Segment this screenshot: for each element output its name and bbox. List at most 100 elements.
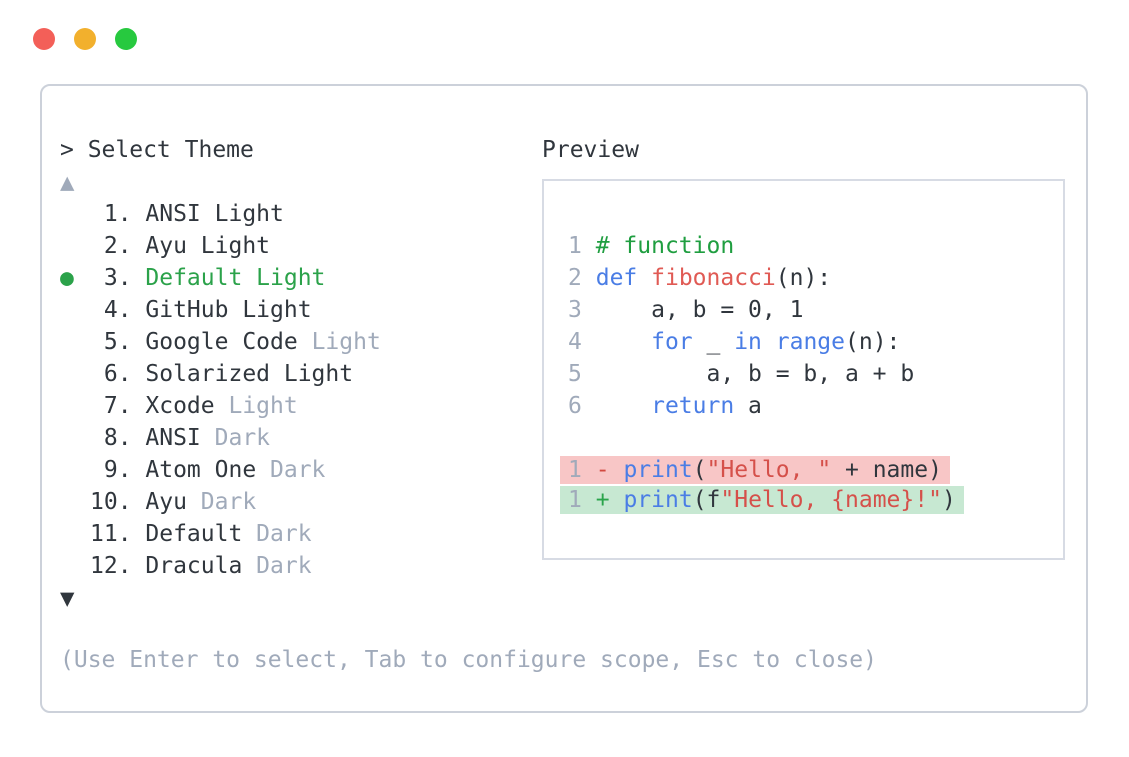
code-token: (n): — [775, 265, 832, 291]
scroll-up-indicator-icon: ▲ — [60, 168, 75, 196]
code-token: _ — [692, 329, 735, 355]
line-number: 5 — [568, 361, 582, 387]
select-theme-prompt: > Select Theme — [60, 137, 254, 163]
item-label: Xcode — [145, 393, 229, 419]
item-number: 11. — [90, 521, 132, 547]
item-number: 7. — [90, 393, 132, 419]
item-number: 9. — [90, 457, 132, 483]
code-token — [596, 329, 651, 355]
code-line: 6 return a — [568, 390, 1063, 422]
item-label: Atom One — [145, 457, 271, 483]
code-token: print — [623, 487, 693, 513]
code-line: 1 # function — [568, 230, 1063, 262]
item-number: 6. — [90, 361, 132, 387]
item-number: 3. — [90, 265, 132, 291]
theme-list: 1. ANSI Light 2. Ayu Light● 3. Default L… — [60, 198, 542, 582]
line-number: 1 — [568, 457, 582, 483]
code-line: 5 a, b = b, a + b — [568, 358, 1063, 390]
item-label: Dracula — [145, 553, 257, 579]
item-number: 4. — [90, 297, 132, 323]
theme-item[interactable]: 6. Solarized Light — [60, 358, 542, 390]
code-token: a, b = 0, 1 — [595, 297, 804, 323]
theme-item[interactable]: 2. Ayu Light — [60, 230, 542, 262]
code-token — [762, 329, 776, 355]
diff-line-removed: 1 - print("Hello, " + name) — [560, 456, 950, 484]
item-label: Dark — [270, 457, 326, 483]
item-label: Dark — [200, 489, 257, 515]
code-token: ( — [692, 457, 707, 483]
line-number: 4 — [568, 329, 582, 355]
theme-item[interactable]: 8. ANSI Dark — [60, 422, 542, 454]
code-token: "Hello, " — [706, 457, 832, 483]
code-token: in — [734, 329, 762, 355]
code-token: (f — [692, 487, 721, 513]
theme-picker-panel: > Select Theme ▲ 1. ANSI Light 2. Ayu Li… — [40, 84, 1088, 713]
code-line: 4 for _ in range(n): — [568, 326, 1063, 358]
item-label: Default Light — [145, 265, 326, 291]
item-label: Ayu — [145, 489, 201, 515]
item-label: ANSI Light — [145, 201, 284, 227]
item-label: Google Code — [145, 329, 312, 355]
item-label: Dark — [256, 521, 312, 547]
line-number: 1 — [568, 487, 582, 513]
item-label: Ayu Light — [145, 233, 271, 259]
item-number: 5. — [90, 329, 132, 355]
theme-item[interactable]: 5. Google Code Light — [60, 326, 542, 358]
item-label: Solarized Light — [145, 361, 354, 387]
code-token — [596, 393, 651, 419]
selected-marker-icon: ● — [60, 265, 74, 291]
code-token: a, b = b, a + b — [595, 361, 915, 387]
item-label: Dark — [256, 553, 312, 579]
item-number: 12. — [90, 553, 132, 579]
code-token: range — [775, 329, 846, 355]
theme-item[interactable]: 10. Ayu Dark — [60, 486, 542, 518]
code-token — [637, 265, 651, 291]
code-token: return — [651, 393, 735, 419]
code-token: ) — [941, 487, 956, 513]
close-button[interactable] — [33, 28, 55, 50]
preview-label: Preview — [542, 137, 639, 163]
diff-line-added: 1 + print(f"Hello, {name}!") — [560, 486, 964, 514]
item-number: 2. — [90, 233, 132, 259]
line-number: 6 — [568, 393, 582, 419]
code-token: + name) — [831, 457, 942, 483]
theme-item[interactable]: 9. Atom One Dark — [60, 454, 542, 486]
traffic-lights — [33, 28, 137, 50]
item-number: 10. — [90, 489, 132, 515]
code-line: 3 a, b = 0, 1 — [568, 294, 1063, 326]
line-number: 3 — [568, 297, 582, 323]
diff-sign-minus-icon: - — [595, 457, 610, 483]
theme-item[interactable]: 4. GitHub Light — [60, 294, 542, 326]
picker-columns: > Select Theme ▲ 1. ANSI Light 2. Ayu Li… — [60, 134, 1065, 614]
code-token: # function — [595, 233, 735, 259]
theme-item[interactable]: 11. Default Dark — [60, 518, 542, 550]
item-label: ANSI — [145, 425, 215, 451]
diff-sign-plus-icon: + — [595, 487, 610, 513]
item-label: Default — [145, 521, 257, 547]
help-text: (Use Enter to select, Tab to configure s… — [60, 647, 877, 673]
line-number: 1 — [568, 233, 582, 259]
theme-item-selected[interactable]: ● 3. Default Light — [60, 262, 542, 294]
code-token: "Hello, {name}!" — [720, 487, 942, 513]
theme-item[interactable]: 7. Xcode Light — [60, 390, 542, 422]
code-token: print — [623, 457, 693, 483]
code-token: fibonacci — [651, 265, 776, 291]
code-token: for — [651, 329, 693, 355]
zoom-button[interactable] — [115, 28, 137, 50]
preview-diff: 1 - print("Hello, " + name)1 + print(f"H… — [560, 456, 1063, 514]
theme-item[interactable]: 12. Dracula Dark — [60, 550, 542, 582]
code-token: a — [734, 393, 762, 419]
item-label: Light — [311, 329, 381, 355]
theme-list-column: > Select Theme ▲ 1. ANSI Light 2. Ayu Li… — [60, 134, 542, 614]
item-label: Light — [228, 393, 298, 419]
item-label: GitHub Light — [145, 297, 312, 323]
line-number: 2 — [568, 265, 582, 291]
minimize-button[interactable] — [74, 28, 96, 50]
code-token: (n): — [845, 329, 901, 355]
theme-item[interactable]: 1. ANSI Light — [60, 198, 542, 230]
item-label: Dark — [214, 425, 271, 451]
item-number: 8. — [90, 425, 132, 451]
